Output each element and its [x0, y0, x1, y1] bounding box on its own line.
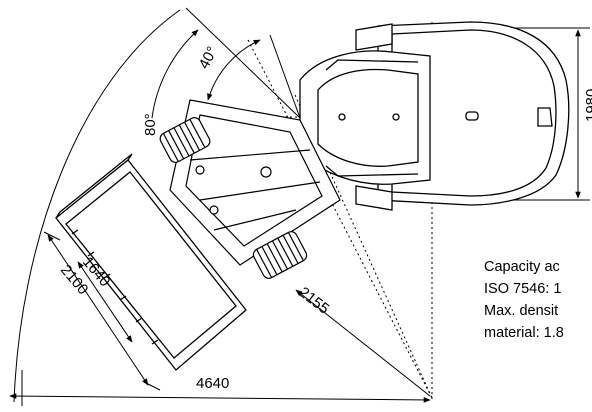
bucket-tooth-5 — [135, 317, 143, 323]
bucket-body — [55, 159, 247, 371]
rear-hitch — [537, 107, 553, 127]
front-chassis-inner — [185, 114, 323, 247]
cab-rear-mark — [392, 113, 400, 121]
rear-wheel-top — [355, 23, 393, 51]
bucket — [55, 153, 247, 371]
bucket-tooth-4 — [119, 295, 127, 301]
exhaust-cap — [465, 111, 479, 121]
bucket-inner — [65, 171, 237, 359]
angle-label-80: 80° — [142, 113, 159, 136]
pivot-joint — [260, 166, 272, 178]
cab-center-mark — [338, 113, 346, 121]
angle-ray-40 — [269, 34, 301, 119]
lift-arm-b — [199, 181, 321, 201]
radius-label: 2155 — [296, 284, 333, 318]
radius-arrow — [295, 289, 431, 397]
lift-arm-c — [213, 209, 297, 231]
angle-arc-40 — [207, 39, 261, 101]
lift-arm-a — [189, 149, 311, 161]
bucket-ext-b — [143, 381, 161, 391]
pivot-ray-upper — [247, 39, 433, 399]
cab-rail-bottom — [325, 165, 419, 177]
angle-arc-80 — [151, 29, 199, 119]
note-line-2: ISO 7546: 1 — [484, 281, 562, 297]
note-line-4: material: 1.8 — [484, 325, 564, 341]
pivot-joint-c — [209, 205, 219, 215]
front-wheels — [159, 117, 308, 279]
angle-label-40: 40° — [196, 44, 222, 72]
bucket-tooth-2 — [87, 251, 95, 257]
length-dim-line — [9, 393, 431, 403]
rear-body — [299, 21, 570, 211]
front-wheel-lower — [252, 231, 308, 279]
bucket-ext-a — [43, 231, 61, 241]
bucket-lip — [55, 153, 133, 219]
rear-chassis-inner — [391, 29, 557, 197]
length-label: 4640 — [196, 375, 229, 392]
cab-rail-top — [325, 59, 419, 71]
cab-roof — [317, 68, 419, 167]
bucket-inner-dim — [77, 261, 133, 343]
note-line-1: Capacity ac — [484, 259, 560, 275]
turning-arc-outer — [13, 9, 181, 403]
rear-wheel-bottom — [355, 185, 393, 211]
bucket-tooth-1 — [71, 229, 79, 235]
bucket-tooth-6 — [151, 339, 159, 345]
front-wheel-upper — [159, 117, 211, 163]
bucket-tooth-3 — [103, 273, 111, 279]
width-label: 1980 — [583, 89, 592, 122]
note-line-3: Max. densit — [484, 303, 559, 319]
pivot-joint-b — [195, 165, 205, 175]
